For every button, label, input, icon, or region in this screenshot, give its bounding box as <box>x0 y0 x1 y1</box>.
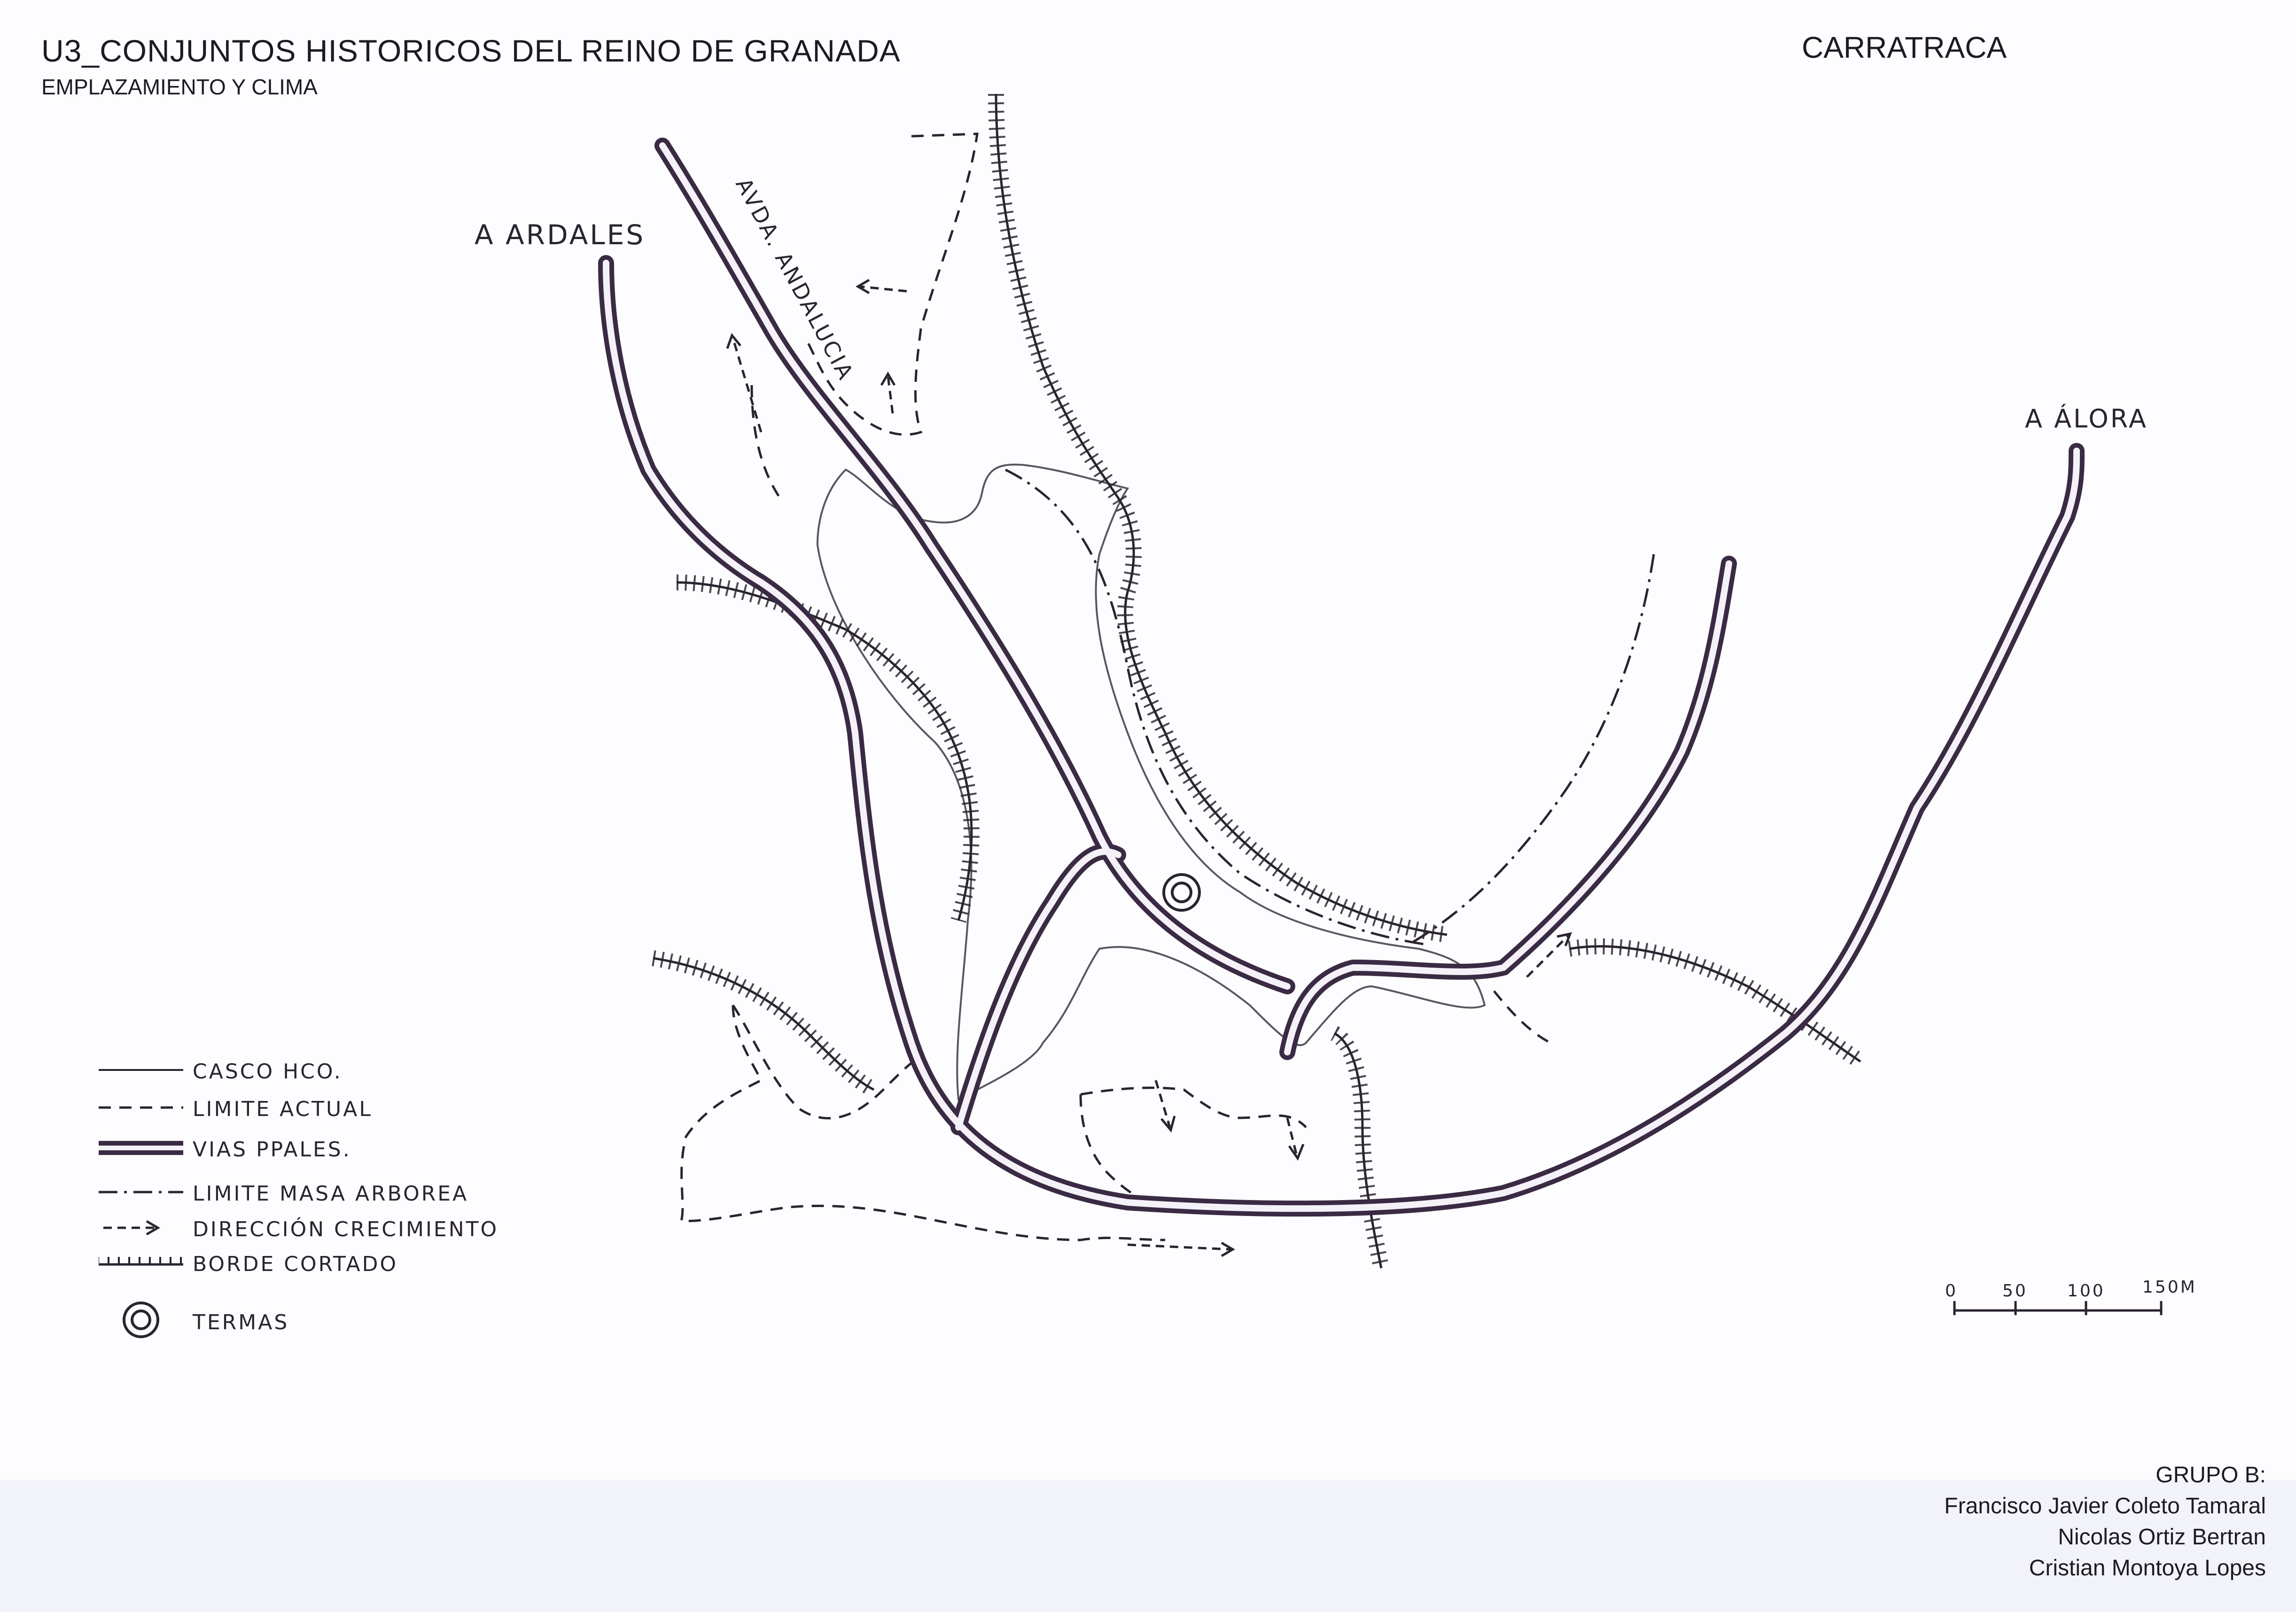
legend-item: DIRECCIÓN CRECIMIENTO <box>103 1217 498 1241</box>
footer-band <box>0 1480 2296 1612</box>
legend-label: BORDE CORTADO <box>193 1252 398 1276</box>
double-circle-icon <box>123 1302 159 1338</box>
main-roads <box>598 138 2085 1217</box>
legend-label: CASCO HCO. <box>193 1060 342 1084</box>
legend-label: LIMITE MASA ARBOREA <box>193 1182 468 1206</box>
legend-item: TERMAS <box>123 1302 289 1338</box>
cut-edge-lines <box>652 93 1865 1270</box>
growth-direction-arrows <box>726 279 1572 1257</box>
legend-label: TERMAS <box>192 1310 289 1334</box>
legend-item: VIAS PPALES. <box>99 1138 351 1162</box>
page-title: U3_CONJUNTOS HISTORICOS DEL REINO DE GRA… <box>41 33 901 68</box>
label-to-alora: A ÁLORA <box>2025 404 2148 434</box>
legend-item: CASCO HCO. <box>99 1060 342 1084</box>
current-limit-lines <box>679 132 1551 1241</box>
scale-bar <box>1953 1301 2163 1315</box>
page-subtitle: EMPLAZAMIENTO Y CLIMA <box>41 75 318 99</box>
site-map: A ARDALES A ÁLORA AVDA. ANDALUCIA CASCO … <box>99 93 2197 1338</box>
thermal-baths-marker <box>1162 873 1201 912</box>
legend-item: BORDE CORTADO <box>99 1252 398 1276</box>
legend-item: LIMITE ACTUAL <box>99 1097 373 1121</box>
team-member: Francisco Javier Coleto Tamaral <box>1944 1494 2266 1519</box>
town-name: CARRATRACA <box>1802 31 2007 64</box>
label-to-ardales: A ARDALES <box>475 219 645 251</box>
scale-tick-label: 0 <box>1945 1281 1958 1301</box>
team-credits: GRUPO B: Francisco Javier Coleto Tamaral… <box>1944 1460 2266 1584</box>
legend-item: LIMITE MASA ARBOREA <box>99 1182 468 1206</box>
legend-label: VIAS PPALES. <box>193 1138 351 1162</box>
team-member: Nicolas Ortiz Bertran <box>2058 1525 2266 1550</box>
scale-tick-label: 50 <box>2002 1281 2028 1301</box>
forest-mass-limit <box>1004 468 1655 946</box>
legend-label: DIRECCIÓN CRECIMIENTO <box>193 1217 498 1241</box>
legend-label: LIMITE ACTUAL <box>193 1097 373 1121</box>
hatched-line-icon <box>99 1257 183 1266</box>
dashed-arrow-icon <box>103 1220 160 1236</box>
scale-tick-label: 100 <box>2067 1281 2105 1301</box>
historic-centre-outline <box>816 464 1486 1101</box>
scale-tick-label: 150M <box>2142 1278 2197 1297</box>
team-heading: GRUPO B: <box>2156 1463 2266 1488</box>
team-member: Cristian Montoya Lopes <box>2029 1556 2266 1581</box>
legend: CASCO HCO. LIMITE ACTUAL VIAS PPALES. LI… <box>99 1060 498 1338</box>
